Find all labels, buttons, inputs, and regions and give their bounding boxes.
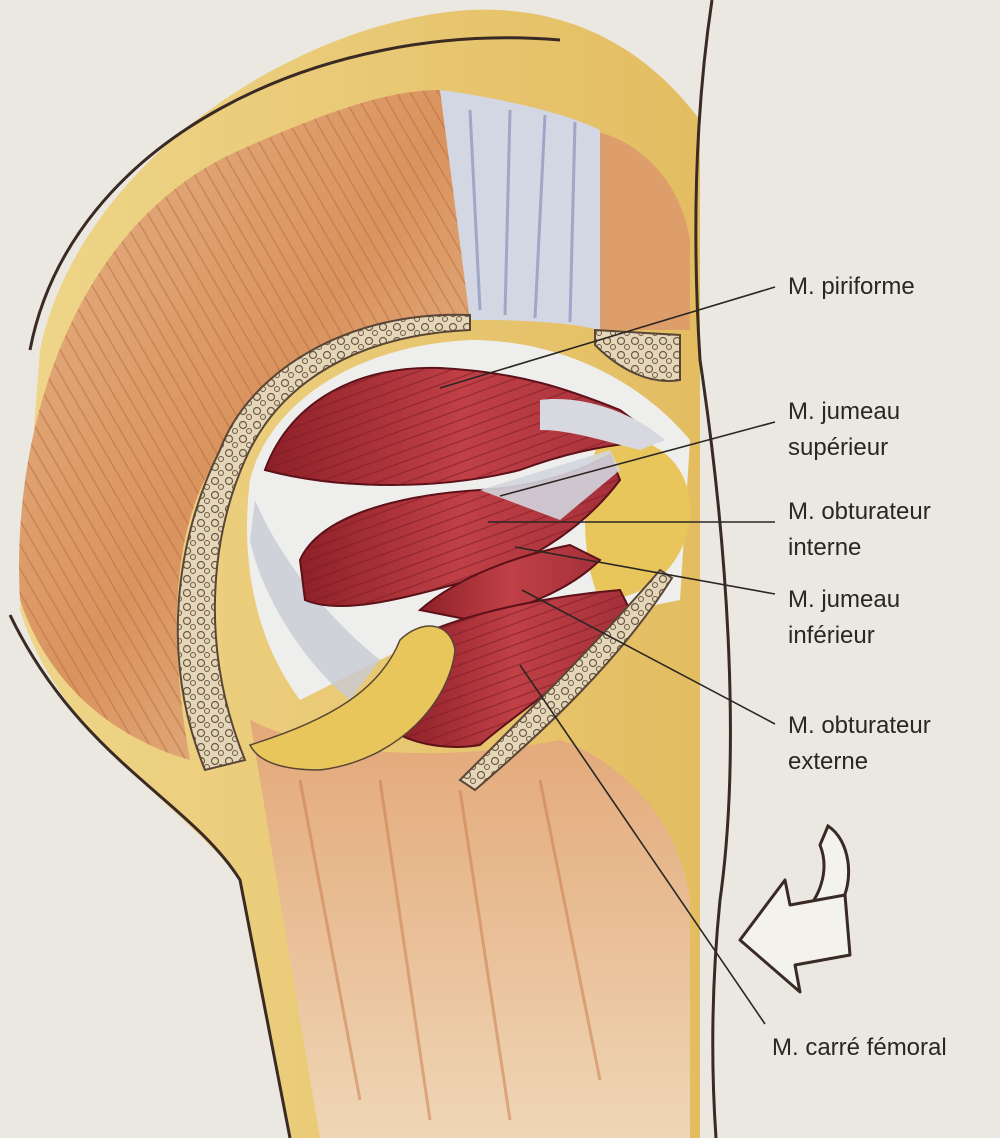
leader-carre-femoral [519, 664, 766, 1025]
skin-outline-left [28, 36, 561, 351]
femur-cut-edge [458, 568, 674, 792]
label-line: supérieur [788, 434, 889, 461]
label-carre-femoral: M. carré fémoral [772, 1030, 947, 1066]
leader-obturateur-externe [521, 589, 776, 725]
gluteus-cut-edge [176, 313, 471, 772]
label-line: M. obturateur [788, 498, 931, 525]
label-obturateur-interne: M. obturateur interne [788, 494, 931, 566]
label-line: M. jumeau [788, 398, 901, 425]
medius-cut-edge [594, 328, 681, 382]
leader-jumeau-inferieur [514, 546, 776, 595]
skin-outline-lower [8, 614, 292, 1138]
leader-piriforme [439, 286, 776, 389]
gluteal-tendon [440, 90, 600, 330]
label-piriforme: M. piriforme [788, 269, 915, 305]
label-line: interne [788, 534, 862, 561]
label-jumeau-inferieur: M. jumeau inférieur [788, 582, 900, 654]
label-line: inférieur [788, 622, 875, 649]
gluteus-medius [590, 130, 690, 330]
label-line: M. obturateur [788, 712, 931, 739]
thigh-muscles [250, 720, 690, 1138]
label-line: externe [788, 748, 869, 775]
label-jumeau-superieur: M. jumeau supérieur [788, 394, 900, 466]
ischial-tuberosity [248, 625, 456, 771]
skin-outline-right [694, 0, 732, 1138]
label-line: M. piriforme [788, 273, 915, 300]
label-line: M. carré fémoral [772, 1034, 947, 1061]
label-obturateur-externe: M. obturateur externe [788, 708, 931, 780]
rotation-arrow-icon [738, 823, 852, 994]
leader-lines [439, 286, 776, 1025]
leader-jumeau-superieur [499, 421, 776, 497]
label-line: M. jumeau [788, 586, 901, 613]
